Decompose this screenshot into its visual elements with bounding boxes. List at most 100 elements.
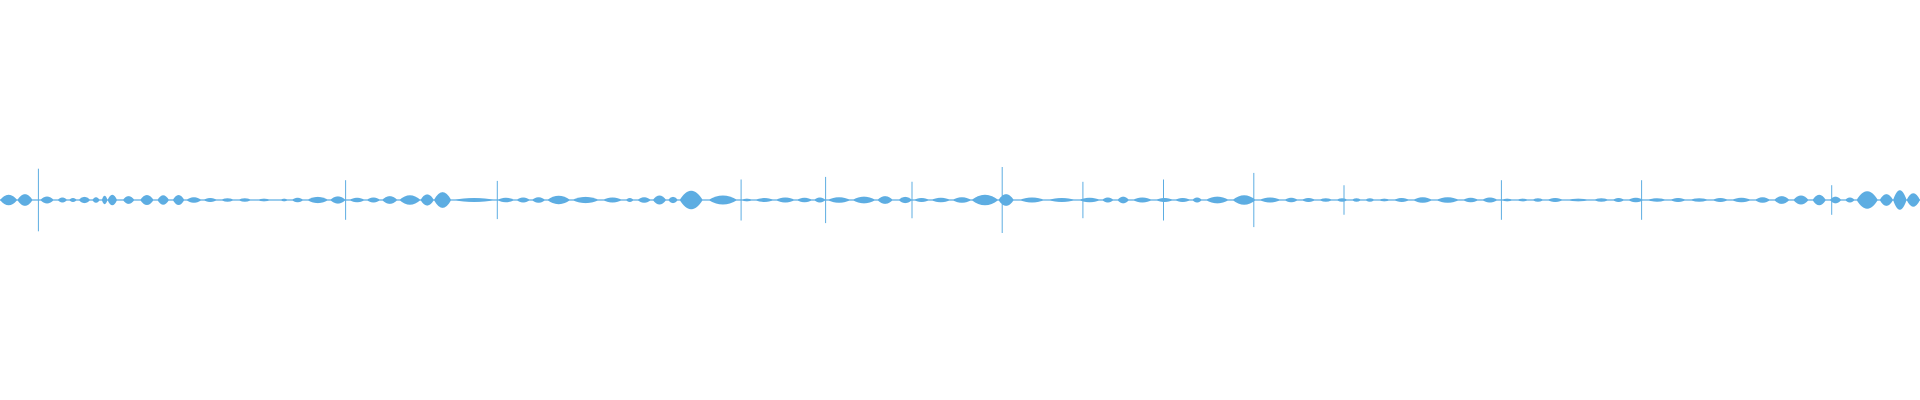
waveform-blob: [382, 196, 398, 204]
waveform-blob: [453, 198, 496, 202]
waveform-blob: [754, 198, 774, 202]
waveform-blob: [637, 197, 651, 203]
waveform-blob: [516, 197, 530, 203]
waveform-blob: [1079, 197, 1101, 203]
waveform-blob: [1284, 197, 1298, 203]
waveform-blob: [433, 192, 452, 208]
waveform-blob: [497, 197, 515, 203]
waveform-blob: [814, 197, 826, 203]
waveform-segments: [0, 190, 1920, 210]
waveform-blob: [796, 197, 813, 203]
waveform-blob: [101, 195, 108, 205]
waveform-blob: [1378, 198, 1391, 202]
waveform-blob: [1482, 197, 1498, 203]
waveform-blob: [157, 195, 169, 205]
waveform-blob: [1232, 195, 1256, 205]
waveform-blob: [931, 197, 951, 203]
waveform-blob: [1365, 198, 1375, 202]
waveform-blob: [913, 198, 930, 202]
waveform-blob: [741, 198, 753, 202]
waveform-blob: [1192, 197, 1202, 203]
waveform-blob: [40, 196, 54, 204]
waveform-blob: [1532, 198, 1544, 202]
waveform-blob: [349, 197, 365, 203]
waveform-blob: [238, 198, 252, 202]
waveform-blob: [1829, 196, 1842, 204]
waveform-blob: [1754, 197, 1771, 203]
waveform-blob: [69, 198, 77, 202]
waveform-blob: [1319, 198, 1333, 202]
waveform-blob: [1856, 191, 1878, 209]
waveform-blob: [1019, 197, 1045, 203]
waveform-blob: [775, 197, 795, 203]
waveform-blob: [1301, 198, 1316, 202]
waveform-blob: [1393, 198, 1410, 202]
waveform-blob: [1155, 198, 1174, 202]
waveform-blob: [1593, 198, 1609, 202]
waveform-blob: [1893, 190, 1907, 210]
waveform-blob: [107, 194, 118, 206]
waveform-blob: [220, 198, 235, 202]
waveform-blob: [1566, 198, 1590, 202]
waveform-blob: [998, 194, 1014, 206]
waveform-blob: [78, 196, 91, 204]
waveform-blob: [399, 195, 421, 205]
waveform-blob: [625, 198, 634, 202]
waveform-blob: [668, 196, 678, 204]
waveform-blob: [708, 195, 738, 205]
waveform-blob: [852, 196, 876, 204]
waveform-blob: [307, 196, 329, 204]
waveform-blob: [1351, 198, 1362, 202]
waveform-blob: [652, 195, 667, 205]
waveform-blob: [1516, 198, 1529, 202]
waveform-blob: [1048, 198, 1076, 202]
waveform-blob: [1117, 196, 1129, 204]
waveform-blob: [1670, 198, 1686, 202]
waveform-blob: [1259, 197, 1281, 203]
waveform-spikes: [37, 167, 1833, 233]
waveform-blob: [257, 198, 271, 202]
waveform-blob: [1845, 197, 1855, 203]
waveform-blob: [1647, 198, 1667, 202]
waveform-blob: [1731, 197, 1751, 203]
waveform-blob: [952, 197, 972, 203]
waveform-blob: [57, 197, 68, 203]
waveform-blob: [0, 194, 18, 206]
waveform-blob: [1102, 197, 1114, 203]
waveform-blob: [1712, 198, 1728, 202]
waveform-blob: [280, 198, 288, 202]
waveform-blob: [366, 197, 381, 203]
waveform-blob: [330, 196, 346, 204]
waveform-blob: [203, 198, 217, 202]
waveform-blob: [572, 196, 599, 204]
waveform-blob: [877, 196, 893, 204]
waveform-blob: [1501, 198, 1513, 202]
waveform-blob: [122, 196, 135, 204]
waveform-blob: [1689, 198, 1709, 202]
waveform-blob: [547, 195, 571, 205]
waveform-blob: [971, 194, 999, 206]
waveform-blob: [602, 197, 623, 203]
waveform-blob: [531, 197, 546, 203]
waveform-blob: [1812, 194, 1826, 206]
waveform-blob: [420, 194, 434, 206]
waveform-blob: [679, 190, 703, 210]
waveform-blob: [92, 197, 100, 203]
waveform-blob: [1793, 195, 1809, 205]
waveform-blob: [1175, 198, 1191, 202]
waveform-blob: [1205, 196, 1229, 204]
waveform-blob: [1436, 197, 1460, 203]
waveform-blob: [1463, 197, 1479, 203]
waveform-blob: [186, 197, 202, 203]
waveform-blob: [1628, 197, 1644, 203]
waveform-blob: [140, 194, 154, 206]
waveform-blob: [1906, 193, 1920, 207]
waveform-blob: [1879, 194, 1894, 206]
waveform-blob: [1612, 198, 1625, 202]
waveform-blob: [1774, 196, 1790, 204]
waveform-blob: [291, 197, 304, 203]
waveform-blob: [1547, 198, 1563, 202]
waveform-blob: [17, 194, 33, 206]
